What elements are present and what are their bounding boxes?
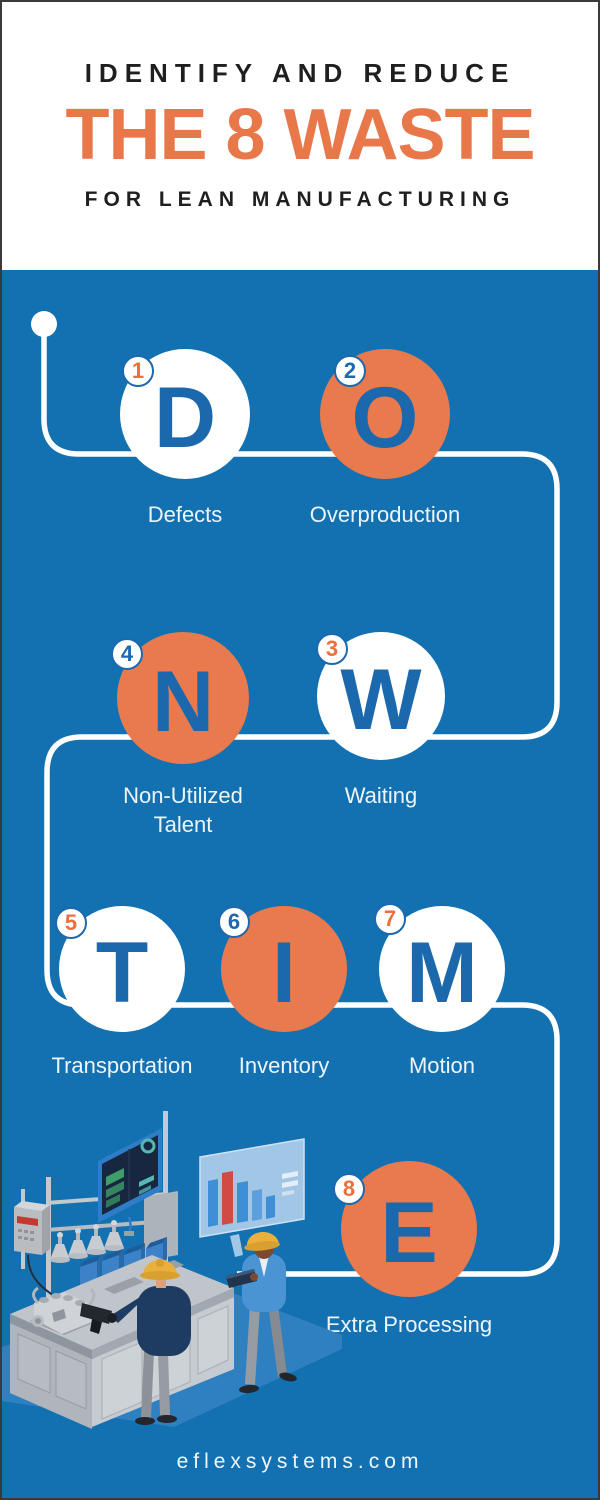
waste-letter: D <box>153 370 217 466</box>
waste-circle-overproduction: O <box>320 349 450 479</box>
overhead-monitor-icon <box>98 1128 162 1236</box>
waste-number-badge-4: 4 <box>111 638 143 670</box>
badge-number: 7 <box>383 906 397 931</box>
waste-letter: N <box>151 654 215 750</box>
waste-label-transportation: Transportation <box>51 1053 193 1078</box>
waste-label-defects: Defects <box>147 502 223 527</box>
header-kicker: IDENTIFY AND REDUCE <box>84 58 516 88</box>
flow-path-line <box>41 332 560 1277</box>
badge-number: 5 <box>64 910 78 935</box>
page-title: THE 8 WASTE <box>65 95 535 175</box>
waste-letter: I <box>272 925 296 1021</box>
waste-letter: M <box>406 925 478 1021</box>
production-dashboard-icon <box>199 1138 305 1257</box>
waste-number-badge-6: 6 <box>218 906 250 938</box>
worker-with-tablet-icon <box>226 1231 297 1394</box>
waste-label-extra-processing: Extra Processing <box>325 1312 493 1337</box>
waste-letter: O <box>351 370 419 466</box>
waste-number-badge-3: 3 <box>316 633 348 665</box>
header-subtitle: FOR LEAN MANUFACTURING <box>84 188 516 211</box>
badge-number: 1 <box>131 358 145 383</box>
waste-letter: W <box>340 652 422 748</box>
parts-feeders-icon <box>50 1220 124 1263</box>
header: IDENTIFY AND REDUCE THE 8 WASTE FOR LEAN… <box>2 2 598 270</box>
waste-label-waiting: Waiting <box>344 783 418 808</box>
waste-label-inventory: Inventory <box>238 1053 330 1078</box>
factory-illustration <box>2 1111 342 1429</box>
waste-label-overproduction: Overproduction <box>309 502 461 527</box>
badge-number: 3 <box>325 636 339 661</box>
waste-label-nonutilized-talent: Non-Utilized Talent <box>123 783 243 837</box>
badge-number: 6 <box>227 909 241 934</box>
badge-number: 8 <box>342 1176 356 1201</box>
waste-number-badge-7: 7 <box>374 903 406 935</box>
waste-circle-nonutilized-talent: N <box>117 632 249 764</box>
waste-number-badge-2: 2 <box>334 355 366 387</box>
flow-start-dot <box>31 311 57 337</box>
footer-website: eflexsystems.com <box>176 1450 424 1473</box>
badge-number: 4 <box>120 641 134 666</box>
waste-letter: T <box>95 925 149 1021</box>
badge-number: 2 <box>343 358 357 383</box>
waste-label-motion: Motion <box>408 1053 476 1078</box>
waste-number-badge-1: 1 <box>122 355 154 387</box>
waste-letter: E <box>380 1185 438 1281</box>
worker-scanning-icon <box>80 1259 191 1425</box>
waste-number-badge-5: 5 <box>55 907 87 939</box>
waste-number-badge-8: 8 <box>333 1173 365 1205</box>
